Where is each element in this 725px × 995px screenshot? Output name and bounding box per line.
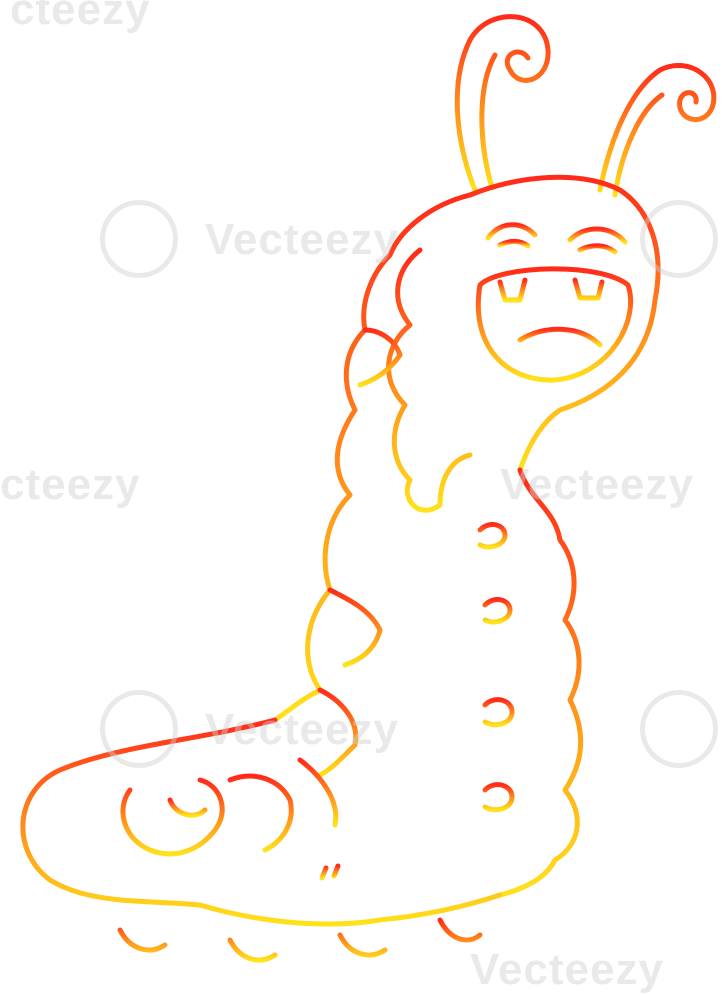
body-fold-1: [386, 247, 473, 513]
tail-fold-3: [227, 773, 294, 853]
teeth: [497, 277, 605, 303]
right-eye-lower: [577, 243, 618, 255]
left-eye: [485, 222, 538, 241]
tail-fold-2: [167, 797, 208, 818]
right-antenna: [597, 63, 717, 198]
left-eye-lower: [497, 238, 531, 249]
tail-outline: [20, 717, 503, 927]
leg-1: [477, 522, 508, 550]
left-antenna: [454, 14, 551, 193]
head-outline: [272, 192, 473, 723]
tail-fold-4: [297, 757, 339, 828]
body-fold-4: [317, 687, 359, 778]
tongue: [517, 326, 603, 348]
body-fold-3: [327, 587, 383, 668]
right-eye: [567, 226, 628, 245]
tail-fold-1: [120, 777, 225, 857]
belly-line: [497, 467, 584, 898]
foot-marks: [319, 863, 341, 881]
mouth: [475, 266, 634, 383]
leg-3: [482, 697, 515, 728]
bottom-feet: [117, 917, 483, 963]
head-right: [467, 174, 661, 473]
leg-4: [482, 782, 515, 813]
leg-2: [482, 597, 513, 625]
body-fold-2: [357, 327, 403, 388]
